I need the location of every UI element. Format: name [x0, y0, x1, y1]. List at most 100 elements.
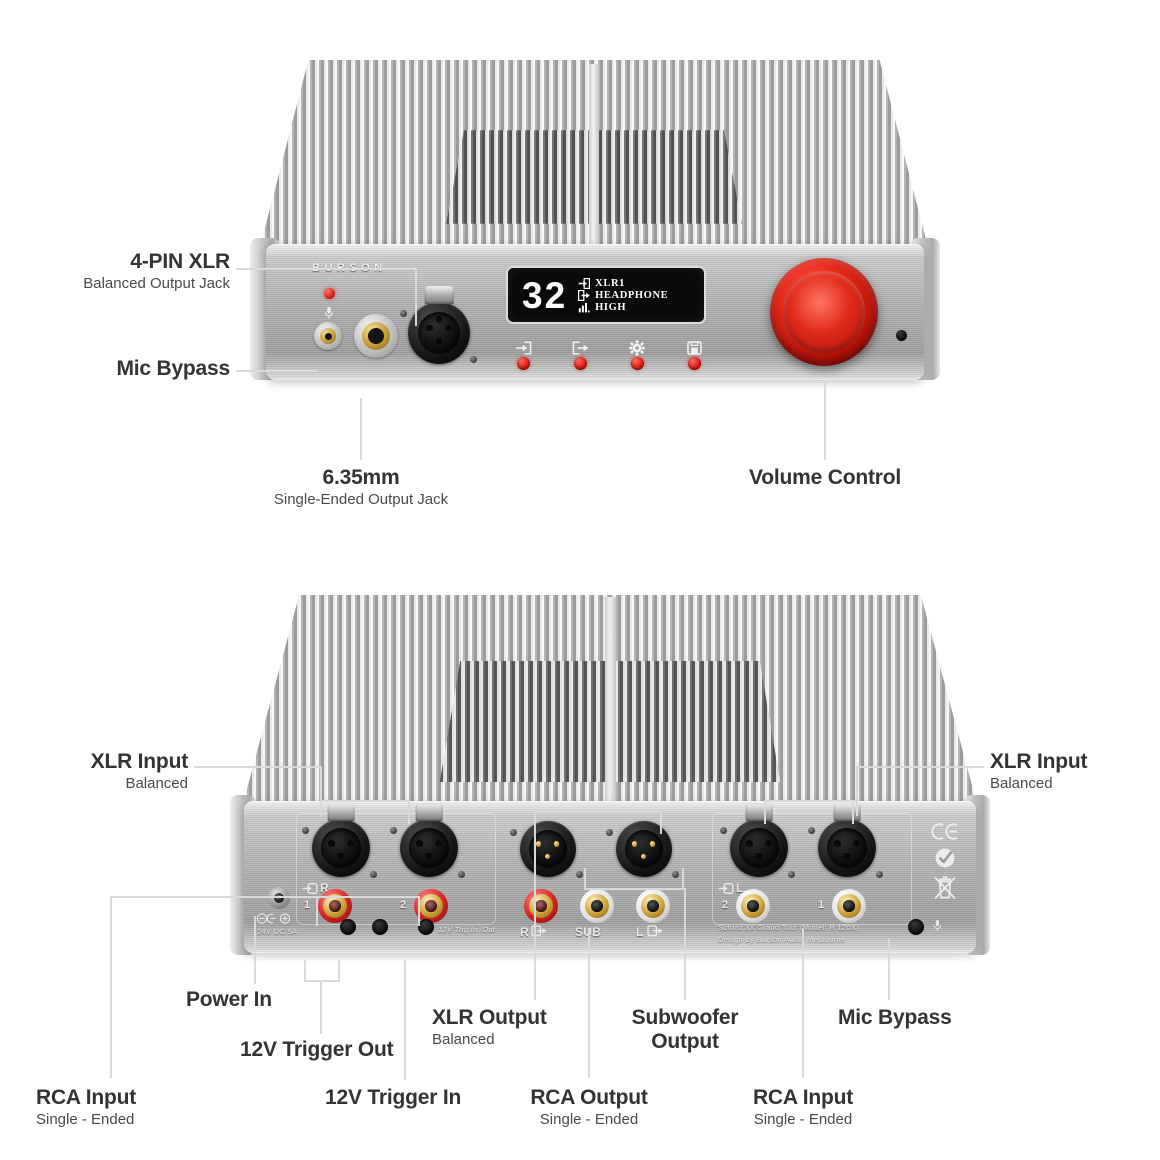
weee-bin-icon	[934, 876, 956, 900]
callout-title: 12V Trigger Out	[240, 1038, 394, 1061]
callout-subtitle: Balanced	[432, 1030, 495, 1048]
callout-front-635mm: 6.35mm Single-Ended Output Jack	[248, 466, 474, 509]
trigger-in-hole[interactable]	[418, 919, 434, 935]
output-arrow-icon	[531, 924, 547, 942]
input-arrow-icon	[578, 277, 591, 289]
rca-output-sub[interactable]	[580, 889, 614, 923]
callout-title: RCA Input	[36, 1086, 137, 1109]
rca-input-r1[interactable]	[318, 889, 352, 923]
volume-knob[interactable]	[770, 258, 878, 366]
leader-rear-xlr-left-h2	[320, 800, 410, 802]
callout-subtitle: Single - Ended	[36, 1110, 135, 1128]
callout-rear-trigger-in: 12V Trigger In	[325, 1086, 525, 1110]
leader-rear-rca-left-h2	[316, 896, 420, 898]
xlr-latch	[745, 803, 773, 822]
design-line-label: Design by Burson Audio Melbourne	[718, 935, 846, 944]
settings-button[interactable]	[626, 339, 648, 370]
button-led	[630, 357, 644, 370]
certification-marks	[930, 823, 960, 900]
xlr-latch	[327, 803, 355, 822]
leader-rear-trigger-in-v	[404, 960, 406, 1080]
callout-title: Mic Bypass	[838, 1006, 952, 1029]
xlr-output-1[interactable]	[520, 821, 576, 877]
display-input-label: XLR1	[595, 277, 625, 289]
rca-out-l-label: L	[636, 925, 644, 939]
callout-title: Subwoofer Output	[631, 1006, 739, 1053]
leader-rear-xlr-right-v1	[856, 766, 858, 816]
rca-l-num-2: 2	[722, 899, 729, 911]
mic-bypass-jack[interactable]	[314, 322, 342, 350]
callout-title: XLR Input	[90, 750, 189, 773]
rca-input-r-group	[296, 813, 496, 925]
output-select-button[interactable]	[569, 340, 591, 370]
save-button[interactable]	[683, 340, 705, 370]
leader-front-volume	[824, 380, 826, 460]
rca-input-l1[interactable]	[832, 889, 866, 923]
xlr-input-l1[interactable]	[818, 803, 876, 877]
callout-rear-subwoofer: Subwoofer Output	[608, 1006, 762, 1053]
xlr-screw	[370, 871, 377, 878]
input-l-silk: L	[718, 881, 744, 896]
leader-rear-sub-h	[584, 888, 684, 890]
output-arrow-icon	[578, 289, 590, 301]
power-led-indicator	[324, 288, 335, 299]
leader-rear-xlr-right-v3	[852, 800, 854, 824]
xlr-input-l2[interactable]	[730, 803, 788, 877]
callout-rear-rca-output: RCA Output Single - Ended	[512, 1086, 666, 1129]
xlr-screw	[510, 829, 517, 836]
xlr-4pin-output-jack[interactable]	[408, 285, 470, 364]
xlr-input-r1[interactable]	[312, 803, 370, 877]
callout-subtitle: Single-Ended Output Jack	[273, 490, 449, 508]
leader-rear-mic-v	[888, 938, 890, 1000]
xlr-screw	[876, 871, 883, 878]
input-select-button[interactable]	[512, 340, 534, 370]
save-disk-icon	[683, 340, 705, 355]
dc-power-jack[interactable]	[268, 887, 290, 909]
headphone-6-35mm-jack[interactable]	[354, 314, 398, 358]
trigger-out-hole-b[interactable]	[372, 919, 388, 935]
callout-title: 6.35mm	[322, 466, 400, 489]
rca-output-l[interactable]	[636, 889, 670, 923]
callout-rear-trigger-out: 12V Trigger Out	[240, 1038, 440, 1062]
callout-title: XLR Input	[990, 750, 1088, 773]
display-row-input: XLR1	[578, 278, 668, 289]
xlr-screw-bottom	[470, 356, 477, 363]
ir-receiver	[896, 330, 907, 341]
xlr-input-r2[interactable]	[400, 803, 458, 877]
leader-rear-rca-left-v2	[316, 896, 318, 926]
input-arrow-icon	[718, 882, 734, 894]
rca-input-r2[interactable]	[414, 889, 448, 923]
leader-rear-xlr-out-v2	[534, 810, 536, 834]
leader-rear-sub-v1	[684, 888, 686, 1000]
rca-input-l2[interactable]	[736, 889, 770, 923]
gain-bars-icon	[578, 302, 590, 313]
leader-rear-xlr-right-v2	[764, 800, 766, 824]
callout-front-4pin-xlr: 4-PIN XLR Balanced Output Jack	[40, 250, 230, 293]
rear-faceplate: R	[244, 801, 976, 953]
callout-title: Power In	[186, 988, 272, 1011]
xlr-output-2[interactable]	[616, 821, 672, 877]
leader-front-635mm	[360, 398, 362, 460]
dc-rating-label: 24V DC 5A	[257, 927, 298, 936]
callout-subtitle: Single - Ended	[753, 1110, 853, 1128]
rca-out-r-label: R	[520, 925, 529, 939]
rear-mic-bypass-jack[interactable]	[908, 919, 924, 935]
rear-top-heatsink	[240, 595, 980, 815]
microphone-icon	[323, 306, 335, 325]
leader-rear-xlr-left-h	[194, 766, 322, 768]
leader-front-4pin-xlr-v	[415, 268, 417, 326]
leader-rear-rca-left-v3	[418, 896, 420, 926]
trigger-label: 12V Trig In /Out	[438, 925, 496, 934]
display-row-gain: HIGH	[578, 302, 668, 313]
leader-rear-rca-left-h	[110, 896, 318, 898]
callout-title: Mic Bypass	[116, 357, 230, 380]
input-arrow-icon	[302, 882, 318, 894]
display-gain-label: HIGH	[595, 301, 627, 313]
trigger-out-hole-a[interactable]	[340, 919, 356, 935]
display-row-output: HEADPHONE	[578, 290, 668, 301]
callout-rear-rca-input-left: RCA Input Single - Ended	[36, 1086, 216, 1129]
rca-output-r[interactable]	[524, 889, 558, 923]
xlr-screw	[458, 871, 465, 878]
callout-rear-mic-bypass: Mic Bypass	[838, 1006, 1018, 1030]
